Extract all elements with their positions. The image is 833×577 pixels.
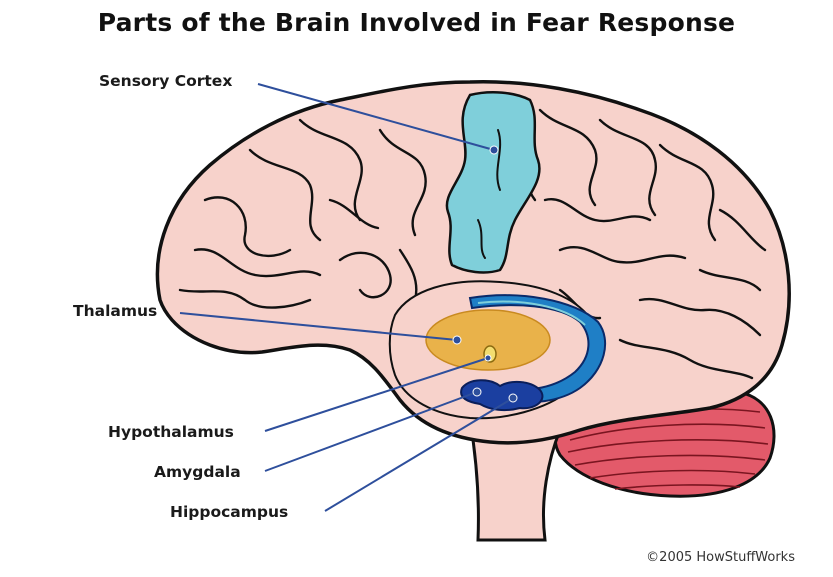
copyright-text: ©2005 HowStuffWorks xyxy=(646,550,795,565)
dot-amygdala xyxy=(473,388,481,396)
dot-hypothalamus xyxy=(485,355,491,361)
dot-sensory-cortex xyxy=(490,146,498,154)
label-sensory-cortex: Sensory Cortex xyxy=(99,72,232,90)
label-hippocampus: Hippocampus xyxy=(170,503,288,521)
dot-hippocampus xyxy=(509,394,517,402)
label-thalamus: Thalamus xyxy=(73,302,157,320)
label-hypothalamus: Hypothalamus xyxy=(108,423,234,441)
label-amygdala: Amygdala xyxy=(154,463,241,481)
dot-thalamus xyxy=(453,336,461,344)
